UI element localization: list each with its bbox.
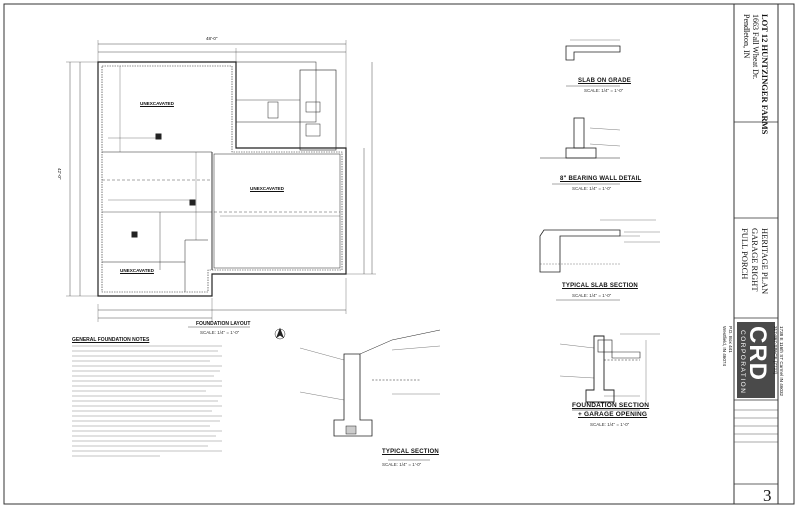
typical-slab-detail	[539, 219, 660, 301]
sheet-border	[3, 3, 795, 505]
bearing-wall-caption: 8" BEARING WALL DETAIL	[560, 176, 642, 182]
plan-garage: GARAGE RIGHT	[750, 228, 760, 292]
address-carmel: 1738 E 116th ST Carmel IN 46032	[779, 326, 784, 397]
slab-on-grade-scale: SCALE: 1/4" = 1'-0"	[584, 88, 624, 93]
project-street: 1663 Fall Wheat Dr.	[751, 14, 760, 80]
address-westfield: Westfield, IN 46074	[722, 326, 727, 367]
logo-corporation-text: CORPORATION	[739, 330, 746, 395]
room-label-unexcavated-1: UNEXCAVATED	[140, 101, 174, 106]
room-label-unexcavated-2: UNEXCAVATED	[250, 186, 284, 191]
address-po-box: P.O. Box 441	[728, 326, 733, 353]
foundation-section-scale: SCALE: 1/4" = 1'-0"	[590, 422, 630, 427]
room-label-unexcavated-3: UNEXCAVATED	[120, 268, 154, 273]
project-title-block: LOT 12 HUNTZINGER FARMS 1663 Fall Wheat …	[742, 14, 770, 134]
foundation-layout-title: FOUNDATION LAYOUT	[196, 321, 251, 327]
sheet-number: 3	[763, 486, 772, 505]
dim-overall-depth: 42'-0"	[57, 168, 62, 180]
dim-overall-width: 48'-0"	[206, 36, 218, 41]
foundation-section-detail	[559, 333, 660, 411]
foundation-layout-scale: SCALE: 1/4" = 1'-0"	[200, 330, 240, 335]
foundation-plan	[66, 40, 376, 322]
north-arrow-icon	[274, 327, 286, 340]
typical-slab-caption: TYPICAL SLAB SECTION	[562, 283, 638, 289]
typical-section-caption: TYPICAL SECTION	[382, 449, 439, 455]
project-city: Pendleton, IN	[742, 14, 751, 59]
garage-opening-caption: + GARAGE OPENING	[578, 411, 648, 418]
slab-on-grade-detail	[565, 39, 621, 87]
typical-slab-scale: SCALE: 1/4" = 1'-0"	[572, 293, 612, 298]
bearing-wall-scale: SCALE: 1/4" = 1'-0"	[572, 186, 612, 191]
typical-section-scale: SCALE: 1/4" = 1'-0"	[382, 462, 422, 467]
company-address-left: P.O. Box 441 Westfield, IN 46074	[721, 326, 733, 366]
plan-name: HERITAGE PLAN	[760, 228, 770, 295]
logo-crd-text: CRD	[744, 326, 771, 381]
general-notes-lines	[72, 345, 222, 457]
typical-section-detail	[299, 329, 441, 461]
slab-on-grade-caption: SLAB ON GRADE	[578, 78, 631, 84]
company-logo: CRD CORPORATION	[737, 322, 775, 398]
project-name: LOT 12 HUNTZINGER FARMS	[760, 14, 770, 135]
bearing-wall-detail	[540, 117, 621, 185]
company-address-right: 1738 E 116th ST Carmel IN 46032 317-867-…	[772, 326, 784, 396]
plan-porch: FULL PORCH	[740, 228, 750, 280]
plan-title-block: HERITAGE PLAN GARAGE RIGHT FULL PORCH	[740, 228, 770, 294]
foundation-section-caption: FOUNDATION SECTION	[572, 402, 650, 409]
general-notes-title: GENERAL FOUNDATION NOTES	[72, 337, 150, 343]
